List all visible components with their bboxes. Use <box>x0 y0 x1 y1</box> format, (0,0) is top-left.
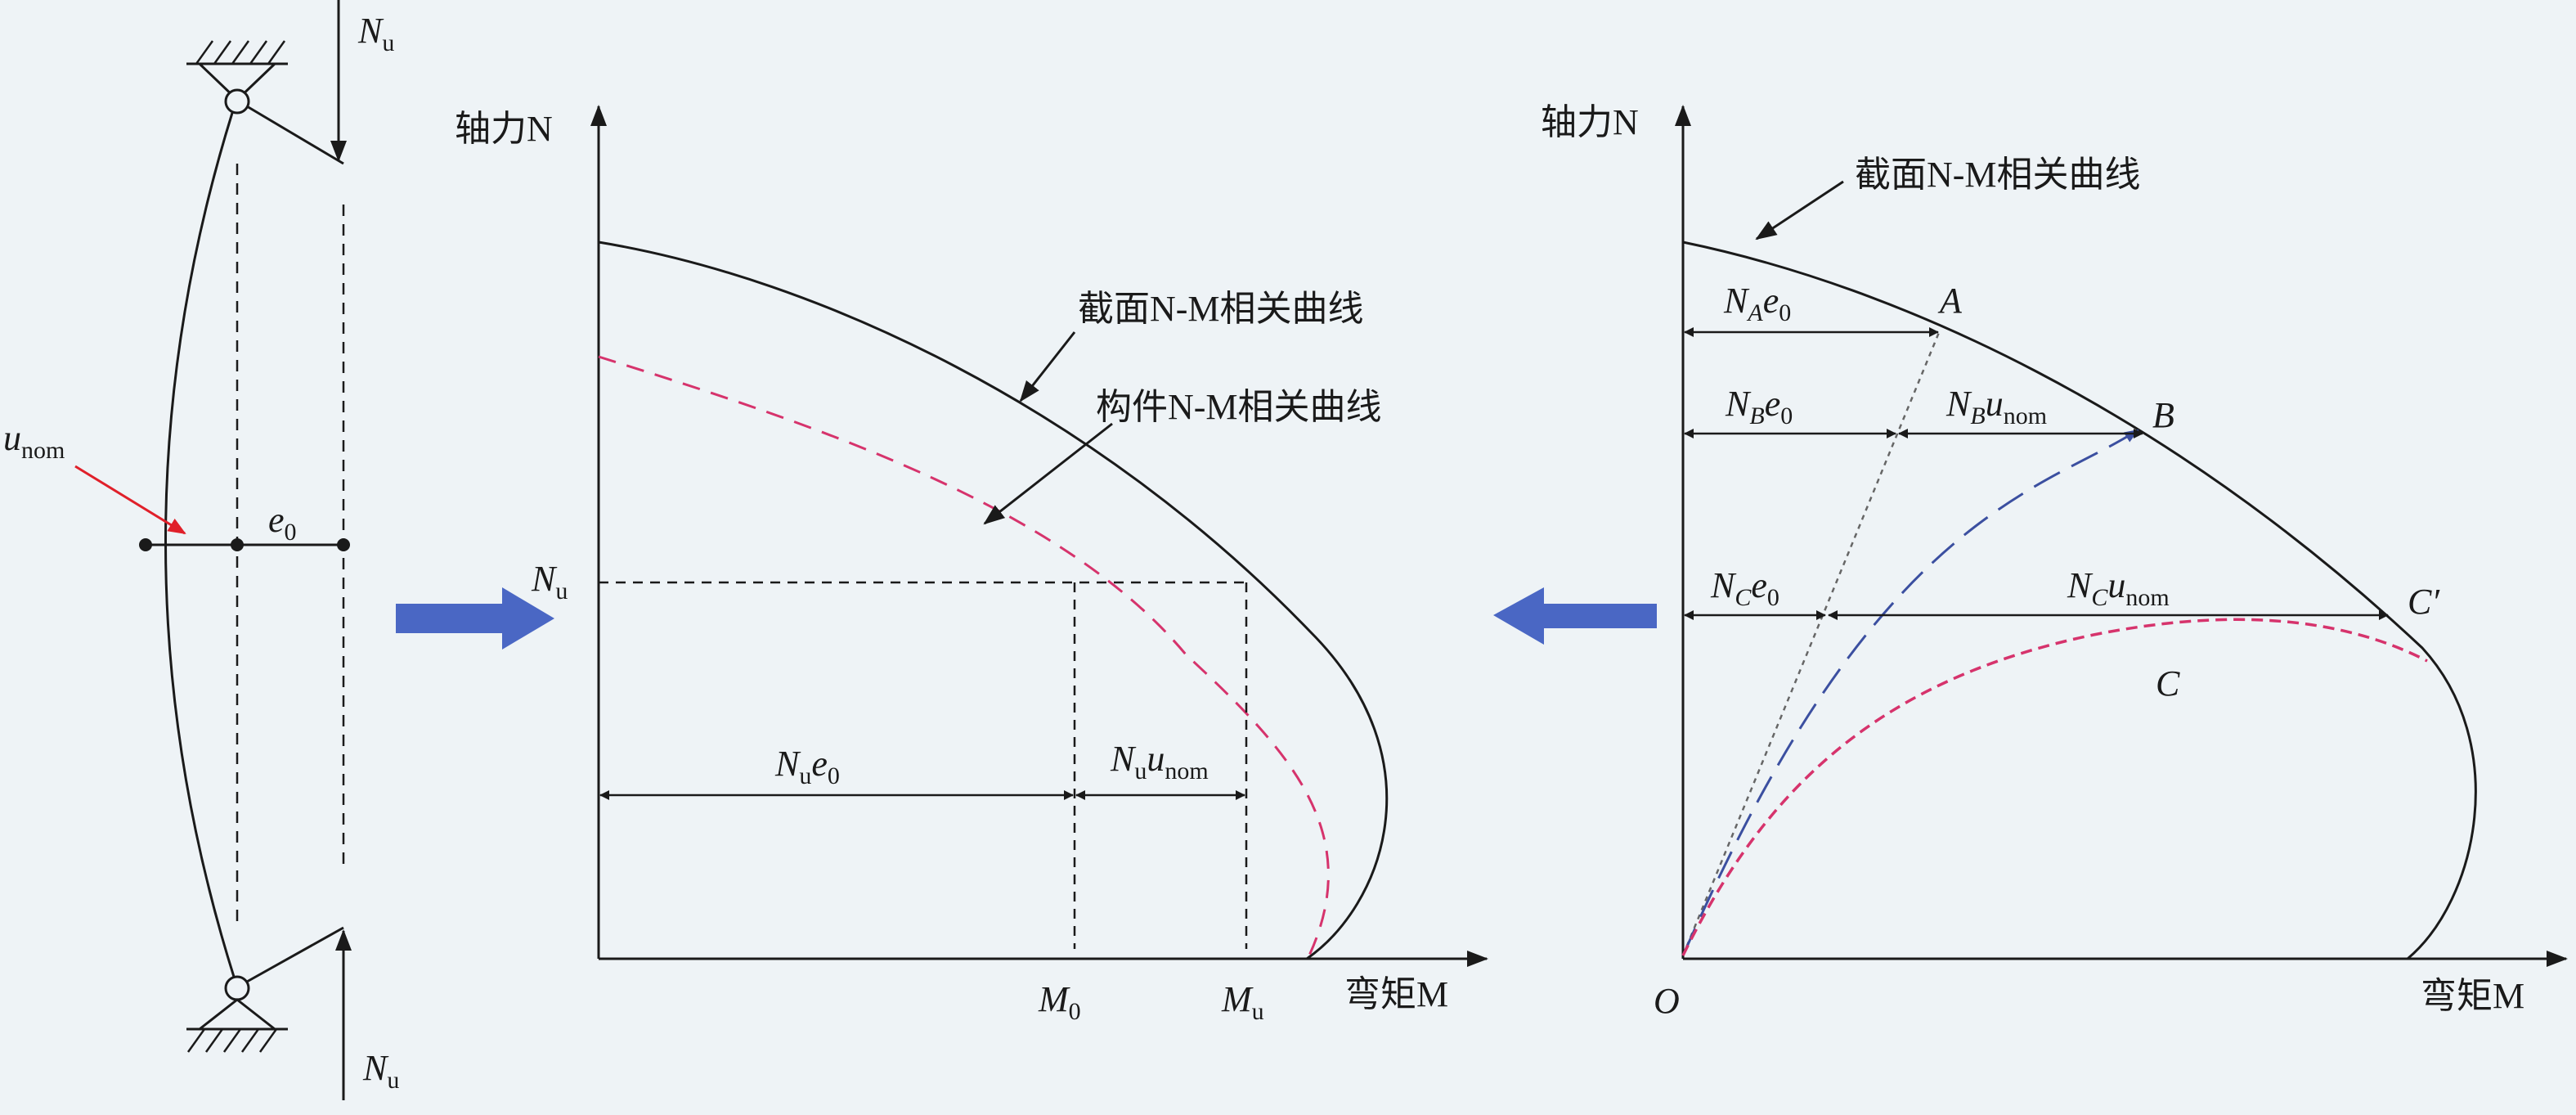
dim-nae0-label: NAe0 <box>1723 281 1791 326</box>
right-x-axis-label: 弯矩M <box>2421 976 2524 1016</box>
midspan-dot-chord <box>231 538 244 551</box>
dim-nbe0-label: NBe0 <box>1725 384 1793 429</box>
point-c-label: C <box>2156 663 2180 704</box>
dim-nue0-label: Nue0 <box>774 744 840 789</box>
right-chart <box>1675 105 2568 967</box>
midspan-dot-left <box>139 538 152 551</box>
dim-nce0-label: NCe0 <box>1710 565 1779 611</box>
top-pin <box>224 88 250 115</box>
point-a-label: A <box>1937 281 1963 321</box>
middle-member-curve-label: 构件N-M相关曲线 <box>1096 387 1382 427</box>
top-arm <box>246 105 344 165</box>
middle-section-curve <box>598 241 1389 960</box>
column-sketch <box>146 0 352 1100</box>
point-c-prime-label: C′ <box>2408 582 2440 622</box>
middle-chart <box>590 105 1488 967</box>
bottom-support-hatch <box>186 1028 278 1053</box>
dim-ncunom-label: NCunom <box>2067 565 2170 611</box>
dim-nuunom-label: Nuunom <box>1110 739 1209 785</box>
middle-x-axis-label: 弯矩M <box>1344 974 1448 1014</box>
imperfection-label: unom <box>3 418 65 464</box>
bottom-pin <box>224 975 250 1001</box>
member-label-leader <box>983 422 1113 525</box>
middle-member-curve <box>598 355 1330 958</box>
dim-nbunom-label: NBunom <box>1945 384 2047 429</box>
top-load-label: Nu <box>357 11 394 56</box>
origin-label: O <box>1654 981 1680 1021</box>
imperfection-arrow <box>74 465 186 535</box>
point-b-label: B <box>2152 395 2174 435</box>
load-path-c <box>1681 618 2428 956</box>
flow-arrow-right <box>396 587 554 650</box>
bottom-load-label: Nu <box>362 1048 399 1094</box>
middle-x-tick-m0: M0 <box>1038 979 1081 1025</box>
top-support-hatch <box>195 40 286 65</box>
load-path-a <box>1681 330 1941 956</box>
flow-arrow-left <box>1493 587 1657 645</box>
midspan-dot-load <box>337 538 350 551</box>
middle-y-tick-nu: Nu <box>531 559 568 605</box>
right-section-curve <box>1682 241 2477 960</box>
bottom-support-triangle <box>199 998 276 1031</box>
eccentricity-label: e0 <box>268 500 297 546</box>
bottom-arm <box>246 926 344 983</box>
load-path-b <box>1681 429 2139 956</box>
right-section-label-leader <box>1755 180 1844 241</box>
middle-x-tick-mu: Mu <box>1221 979 1264 1025</box>
right-section-curve-label: 截面N-M相关曲线 <box>1855 155 2141 195</box>
section-label-leader <box>1019 331 1076 402</box>
right-y-axis-label: 轴力N <box>1541 102 1639 142</box>
middle-section-curve-label: 截面N-M相关曲线 <box>1078 289 1364 329</box>
middle-y-axis-label: 轴力N <box>455 109 553 149</box>
